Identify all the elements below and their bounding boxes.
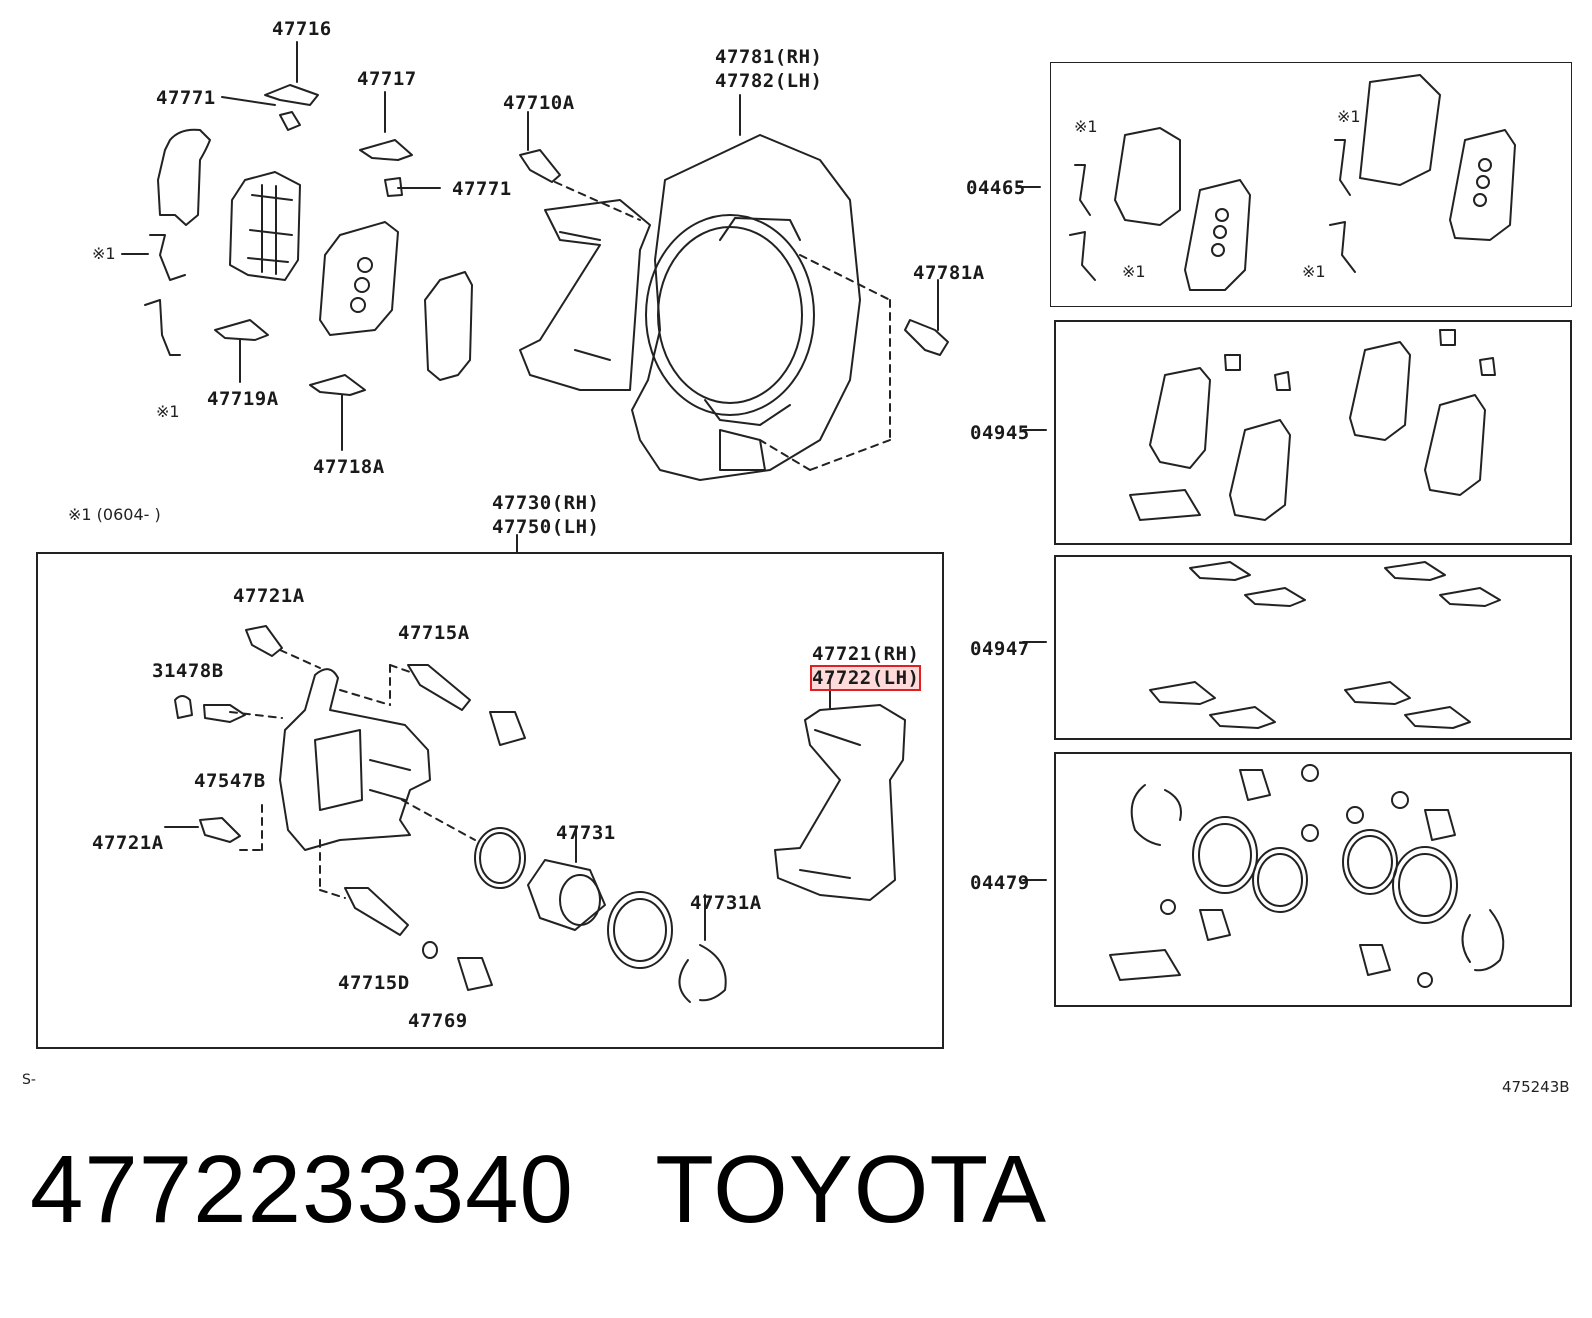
footer-diagram-id: 475243B (1502, 1078, 1570, 1096)
callout-47730-rh[interactable]: 47730(RH) (492, 492, 600, 514)
kit-frame-04465 (1050, 62, 1572, 307)
kit-frame-04479 (1054, 752, 1572, 1007)
callout-47731A[interactable]: 47731A (690, 892, 762, 914)
callout-47731[interactable]: 47731 (556, 822, 616, 844)
brand-name: TOYOTA (655, 1136, 1048, 1243)
kit-note-marker-3: ※1 (1337, 107, 1361, 126)
kit-04479[interactable]: 04479 (970, 872, 1030, 894)
callout-47718A[interactable]: 47718A (313, 456, 385, 478)
product-title: 4772233340 TOYOTA (30, 1135, 1047, 1245)
callout-47771-upper[interactable]: 47771 (156, 87, 216, 109)
note-date-range: ※1 (0604- ) (68, 505, 161, 524)
callout-47717[interactable]: 47717 (357, 68, 417, 90)
kit-note-marker-1: ※1 (1074, 117, 1098, 136)
callout-47781-rh[interactable]: 47781(RH) (715, 46, 823, 68)
callout-47716[interactable]: 47716 (272, 18, 332, 40)
callout-47547B[interactable]: 47547B (194, 770, 266, 792)
part-number: 4772233340 (30, 1136, 574, 1243)
callout-47782-lh[interactable]: 47782(LH) (715, 70, 823, 92)
note-marker-left-lower: ※1 (156, 402, 180, 421)
callout-47722-lh-highlighted[interactable]: 47722(LH) (809, 665, 922, 691)
callout-47715A[interactable]: 47715A (398, 622, 470, 644)
callout-47710A[interactable]: 47710A (503, 92, 575, 114)
caliper-assembly-frame (36, 552, 944, 1049)
callout-47719A[interactable]: 47719A (207, 388, 279, 410)
callout-47721-rh[interactable]: 47721(RH) (812, 643, 920, 665)
callout-47771-lower[interactable]: 47771 (452, 178, 512, 200)
kit-note-marker-2: ※1 (1122, 262, 1146, 281)
kit-note-marker-4: ※1 (1302, 262, 1326, 281)
callout-47750-lh[interactable]: 47750(LH) (492, 516, 600, 538)
note-marker-left-upper: ※1 (92, 244, 116, 263)
callout-47721A-top[interactable]: 47721A (233, 585, 305, 607)
callout-47721A-left[interactable]: 47721A (92, 832, 164, 854)
callout-47781A[interactable]: 47781A (913, 262, 985, 284)
kit-frame-04945 (1054, 320, 1572, 545)
kit-04465[interactable]: 04465 (966, 177, 1026, 199)
callout-47769[interactable]: 47769 (408, 1010, 468, 1032)
footer-left-code: S- (22, 1072, 36, 1088)
kit-04945[interactable]: 04945 (970, 422, 1030, 444)
kit-frame-04947 (1054, 555, 1572, 740)
callout-31478B[interactable]: 31478B (152, 660, 224, 682)
kit-04947[interactable]: 04947 (970, 638, 1030, 660)
callout-47715D[interactable]: 47715D (338, 972, 410, 994)
